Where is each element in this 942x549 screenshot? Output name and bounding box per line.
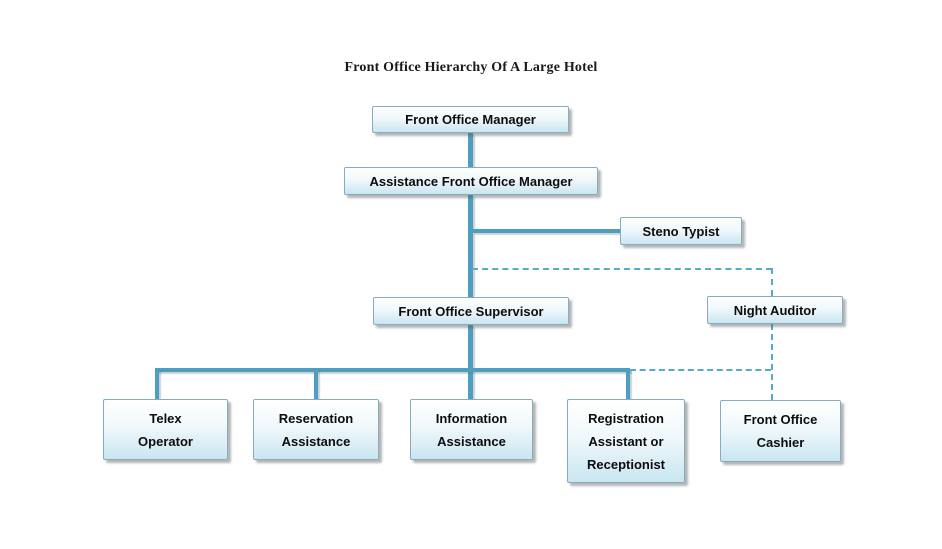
node-front-office-supervisor: Front Office Supervisor [373, 297, 569, 325]
connector-drop-registration-assistant [626, 368, 630, 399]
node-registration-assistant-or-receptionist: Registration Assistant or Receptionist [567, 399, 685, 483]
connector-drop-reservation-assistance [314, 368, 318, 399]
node-label-front-office-supervisor: Front Office Supervisor [398, 303, 544, 319]
dashed-connector-row-to-cashier [630, 369, 771, 371]
dashed-connector-to-night-auditor [472, 268, 772, 270]
node-telex-operator: Telex Operator [103, 399, 228, 460]
dashed-connector-night-auditor-top [771, 268, 773, 296]
connector-drop-telex-operator [155, 368, 159, 399]
node-reservation-assistance: Reservation Assistance [253, 399, 379, 460]
connector-to-steno-typist [473, 229, 620, 233]
node-label-front-office-manager: Front Office Manager [405, 112, 536, 127]
connector-assistance-to-supervisor [468, 195, 473, 297]
node-label-steno-typist: Steno Typist [642, 223, 720, 239]
node-night-auditor: Night Auditor [707, 296, 843, 324]
node-label-night-auditor: Night Auditor [733, 302, 817, 318]
node-label-assistance-front-office-manager: Assistance Front Office Manager [369, 173, 573, 189]
connector-children-row [155, 368, 630, 372]
node-label-registration-assistant-or-receptionist: Registration Assistant or Receptionist [586, 410, 665, 472]
node-steno-typist: Steno Typist [620, 217, 742, 245]
node-label-telex-operator: Telex Operator [138, 410, 193, 449]
node-assistance-front-office-manager: Assistance Front Office Manager [344, 167, 598, 195]
node-information-assistance: Information Assistance [410, 399, 533, 460]
connector-supervisor-to-children [468, 325, 473, 399]
chart-title: Front Office Hierarchy Of A Large Hotel [344, 60, 598, 75]
node-label-front-office-cashier: Front Office Cashier [743, 412, 818, 450]
node-label-reservation-assistance: Reservation Assistance [278, 410, 354, 449]
node-label-information-assistance: Information Assistance [435, 410, 508, 449]
connector-manager-to-assistance [468, 133, 473, 167]
node-front-office-manager: Front Office Manager [372, 106, 569, 133]
dashed-connector-night-auditor-to-cashier [771, 324, 773, 400]
node-front-office-cashier: Front Office Cashier [720, 400, 841, 462]
